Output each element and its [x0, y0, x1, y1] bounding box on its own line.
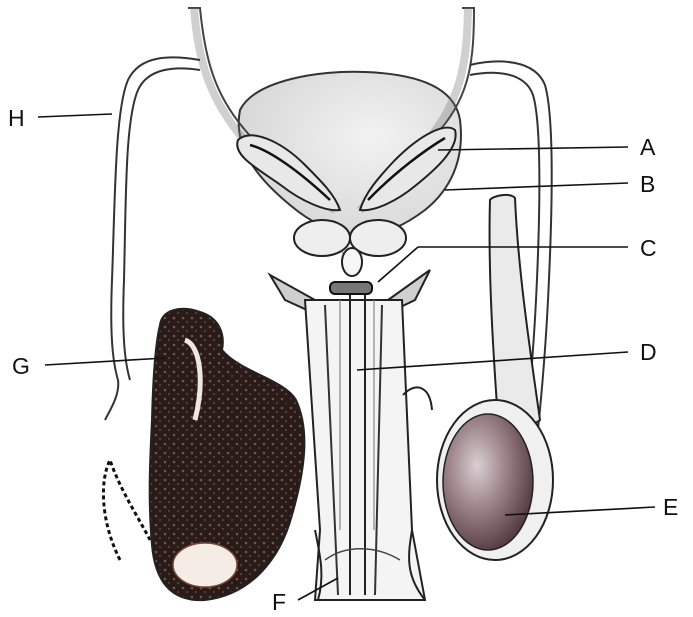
label-B: B [640, 171, 655, 197]
leader-B [445, 183, 628, 190]
leader-H [38, 114, 112, 117]
penis [305, 295, 432, 600]
left-testis-section [103, 309, 304, 600]
leader-G [45, 358, 165, 365]
right-testis [437, 400, 553, 560]
label-H: H [8, 105, 25, 131]
label-C: C [640, 235, 657, 261]
leader-A [438, 147, 628, 150]
label-F: F [272, 589, 286, 615]
label-D: D [640, 339, 657, 365]
label-A: A [640, 134, 656, 160]
label-G: G [12, 353, 30, 379]
label-E: E [663, 494, 678, 520]
